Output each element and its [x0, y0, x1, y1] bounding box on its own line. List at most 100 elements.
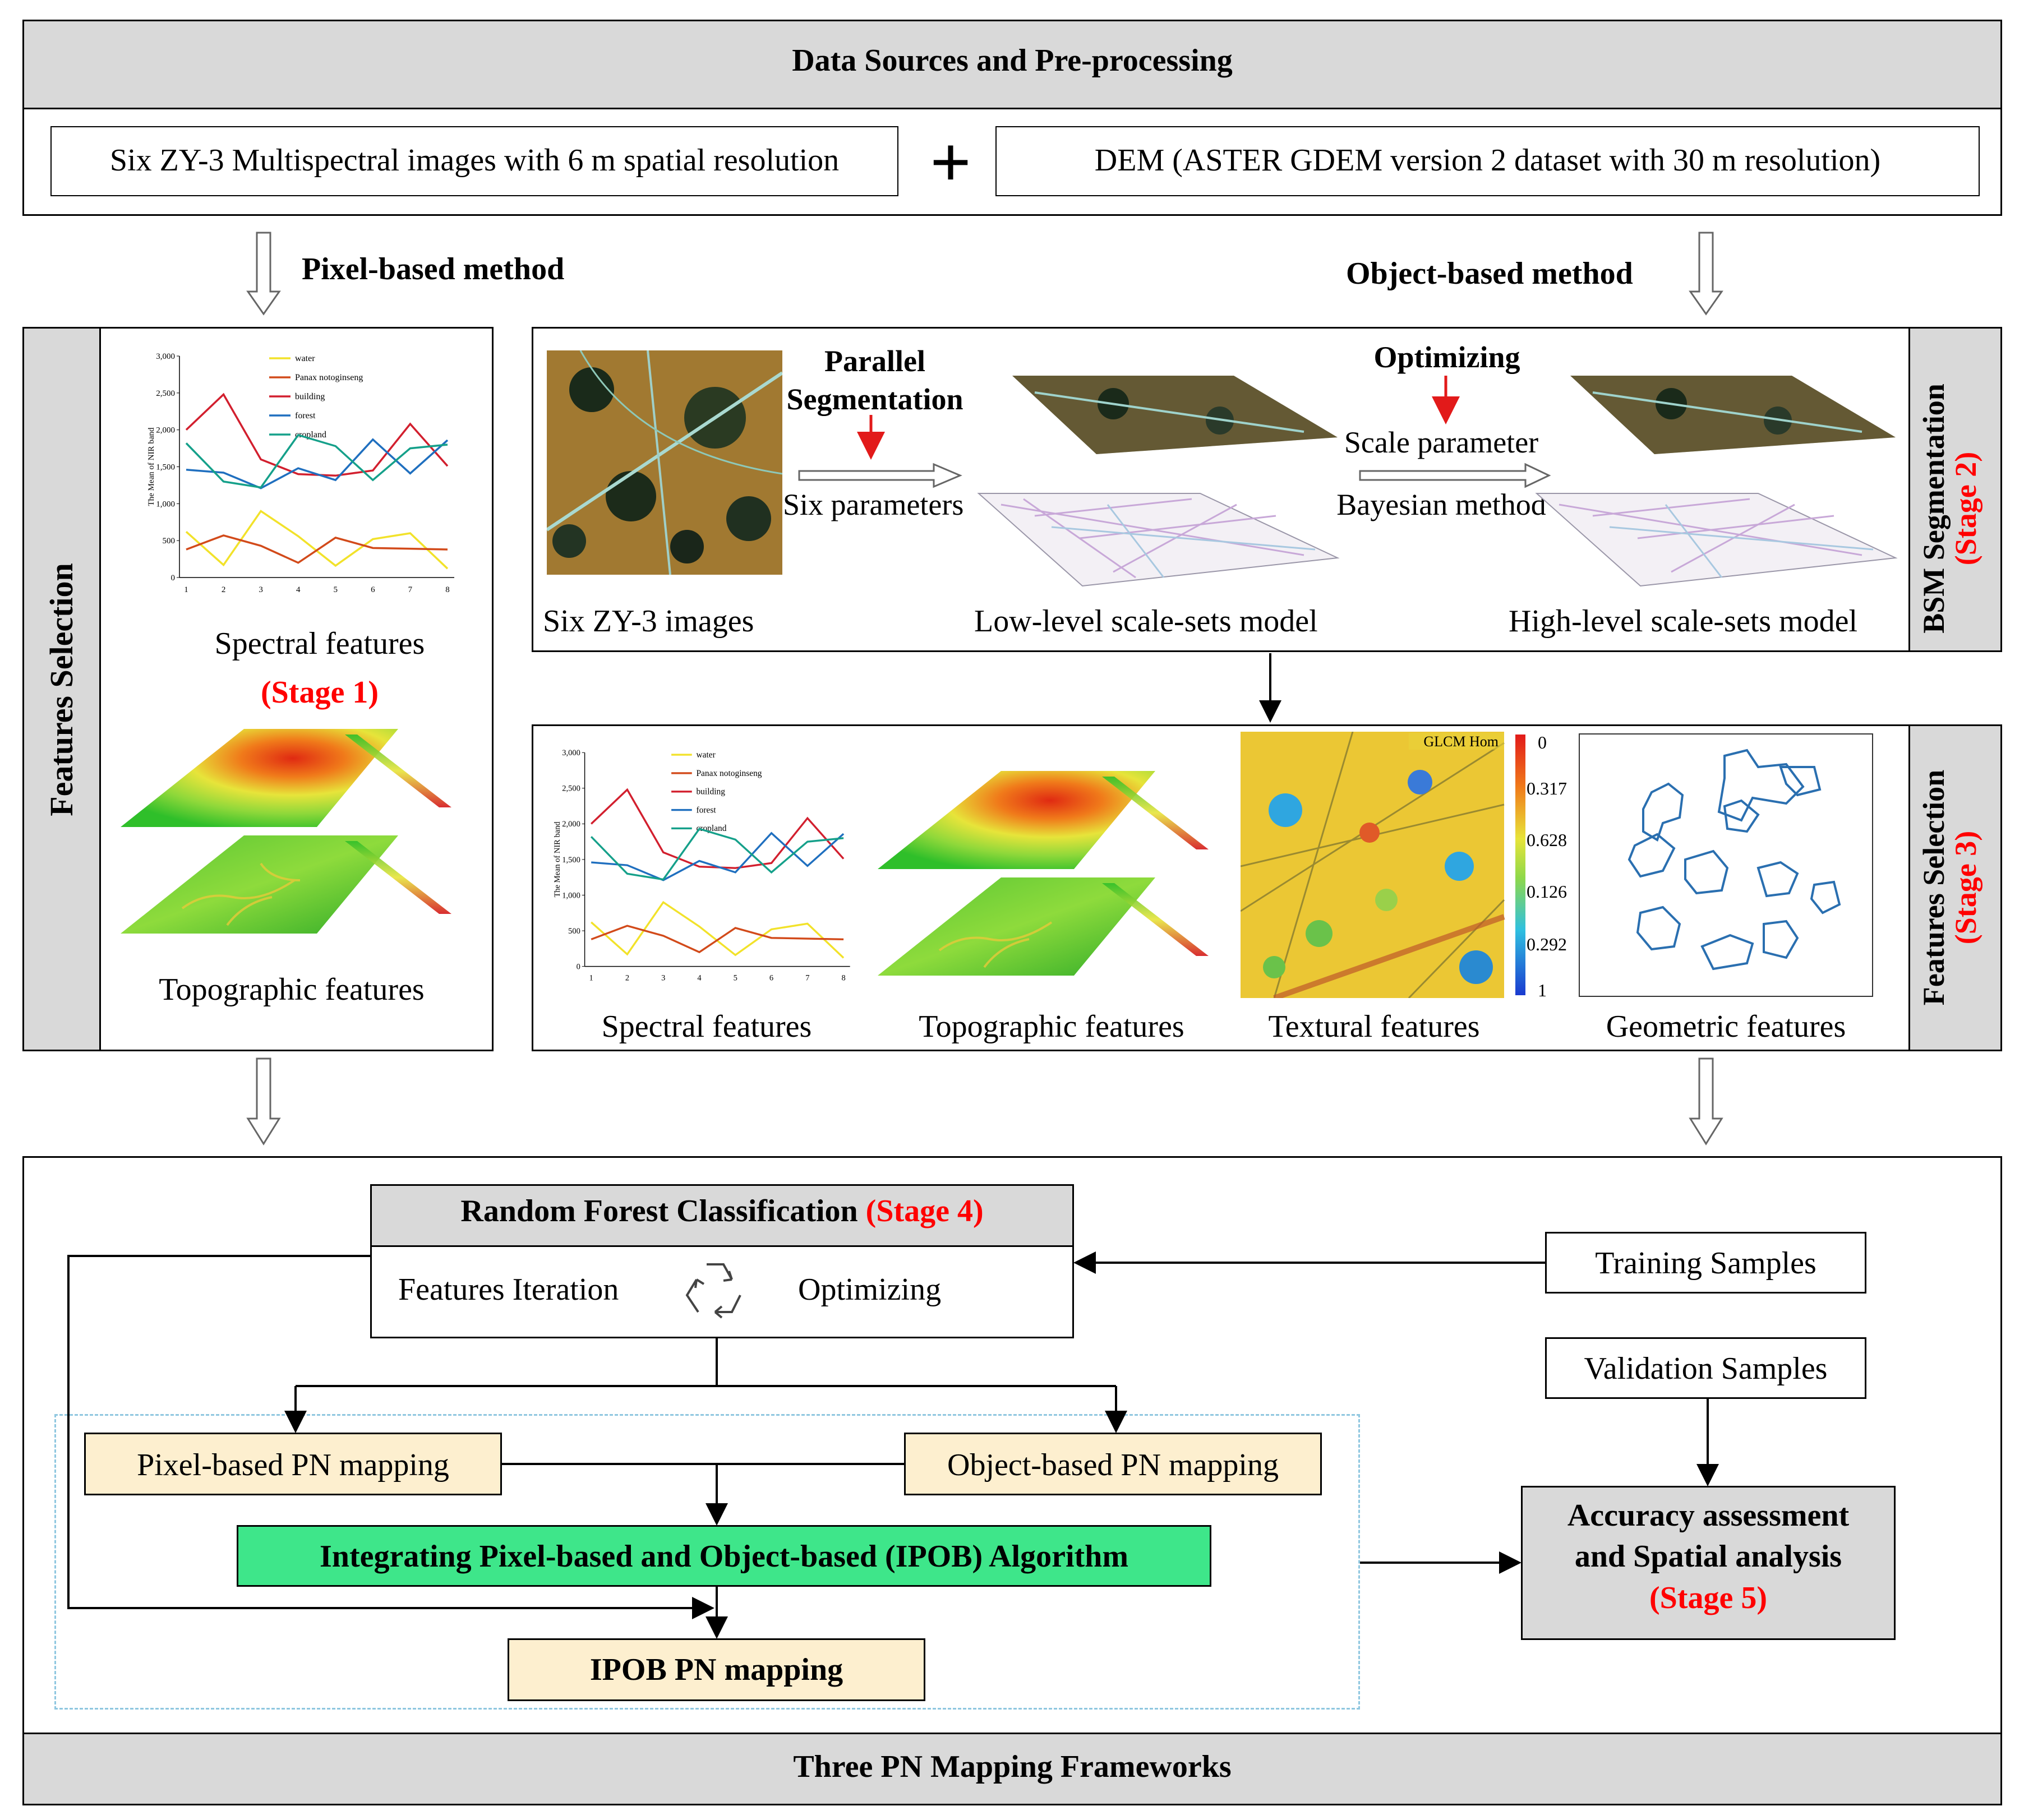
object-pn-mapping-box [904, 1433, 1322, 1495]
colorbar-tick-5: 1 [1538, 980, 1547, 1000]
y-tick-label: 3,000 [156, 352, 175, 361]
colorbar-tick-2: 0.628 [1527, 830, 1567, 850]
y-tick-label: 2,000 [156, 426, 175, 435]
mapping-frameworks-footer [22, 1733, 2002, 1805]
bsm-sidebar [1908, 327, 2002, 652]
legend-label: forest [696, 805, 716, 815]
geometric-objects-map [1579, 733, 1873, 997]
random-forest-label: Random Forest Classification [460, 1194, 858, 1228]
stage-3-label: (Stage 3) [1948, 830, 1982, 945]
legend-label: Panax notoginseng [295, 373, 363, 382]
pixel-method-label: Pixel-based method [302, 252, 565, 287]
dem-label: DEM (ASTER GDEM version 2 dataset with 3… [1094, 143, 1881, 178]
optimizing-label-bsm: Optimizing [1373, 340, 1520, 374]
textural-features-caption: Textural features [1268, 1009, 1480, 1044]
accuracy-line-2: and Spatial analysis [1574, 1539, 1842, 1574]
ipob-pn-mapping-label: IPOB PN mapping [589, 1652, 843, 1687]
x-tick-label: 3 [661, 974, 665, 983]
zy3-images-label: Six ZY-3 Multispectral images with 6 m s… [109, 143, 840, 178]
random-forest-title: Random Forest Classification (Stage 4) [370, 1195, 1074, 1227]
topographic-features-caption: Topographic features [159, 972, 425, 1007]
colorbar-tick-3: 0.126 [1527, 881, 1567, 902]
features-stage3-side-label: Features Selection (Stage 3) [1917, 719, 1991, 1056]
glcm-colorbar [1515, 735, 1525, 995]
x-tick-label: 1 [184, 585, 188, 594]
x-tick-label: 7 [805, 974, 809, 983]
training-samples-box [1545, 1232, 1866, 1294]
dem-map-layer [121, 729, 398, 827]
x-tick-label: 5 [334, 585, 338, 594]
series-line-forest [186, 438, 449, 489]
series-line-panax-notoginseng [591, 925, 844, 954]
validation-samples-box [1545, 1337, 1866, 1399]
y-tick-label: 0 [577, 962, 580, 971]
legend-label: building [696, 787, 725, 797]
y-tick-label: 2,500 [562, 784, 580, 793]
six-parameters-label: Six parameters [783, 488, 964, 521]
random-forest-header [370, 1184, 1074, 1247]
recycle-icon [685, 1263, 741, 1319]
slope-map-layer [121, 835, 398, 934]
features-iteration-label: Features Iteration [398, 1272, 619, 1307]
ipob-pn-mapping-box [508, 1638, 925, 1701]
scale-parameter-label: Scale parameter [1344, 426, 1539, 459]
stage-1-label: (Stage 1) [261, 675, 379, 710]
stage-5-label: (Stage 5) [1649, 1581, 1767, 1615]
bsm-side-label: BSM Segmentation (Stage 2) [1917, 346, 1991, 671]
y-tick-label: 500 [163, 537, 176, 546]
data-sources-header [22, 20, 2002, 109]
x-tick-label: 6 [769, 974, 773, 983]
low-level-model-layers [977, 376, 1340, 587]
hollow-arrow-pixel-top [246, 232, 281, 316]
series-line-water [591, 900, 845, 959]
x-tick-label: 7 [408, 585, 413, 594]
accuracy-line-1: Accuracy assessment [1567, 1498, 1850, 1533]
legend-label: building [295, 392, 325, 401]
object-pn-mapping-label: Object-based PN mapping [947, 1448, 1279, 1482]
dem-map-legend [345, 735, 451, 807]
hollow-arrow-object-bottom [1689, 1057, 1723, 1145]
series-line-forest [591, 832, 845, 881]
y-tick-label: 1,000 [562, 891, 580, 900]
x-tick-label: 5 [734, 974, 737, 983]
hollow-arrow-pixel-bottom [246, 1057, 281, 1145]
glcm-texture-map: GLCM Hom [1241, 732, 1505, 998]
ipob-algorithm-label: Integrating Pixel-based and Object-based… [320, 1539, 1128, 1574]
high-level-model-layers [1535, 376, 1898, 587]
slope-map-legend [345, 841, 451, 914]
y-tick-label: 1,500 [156, 463, 175, 472]
features-selection-side-label: Features Selection [43, 563, 80, 816]
dem-box [995, 126, 1980, 196]
y-tick-label: 2,000 [562, 820, 580, 829]
features-stage3-sidebar [1908, 724, 2002, 1051]
training-samples-label: Training Samples [1595, 1246, 1816, 1281]
spectral-features-caption: Spectral features [214, 626, 425, 661]
stage-4-label: (Stage 4) [865, 1194, 984, 1228]
low-level-model-caption: Low-level scale-sets model [974, 604, 1318, 639]
legend-label: Panax notoginseng [696, 769, 762, 778]
x-tick-label: 3 [259, 585, 263, 594]
six-zy3-images-caption: Six ZY-3 images [543, 604, 754, 639]
segmentation-label: Segmentation [786, 382, 963, 416]
topographic-features-caption-3: Topographic features [919, 1009, 1184, 1044]
zy3-images-box [50, 126, 898, 196]
legend-label: water [696, 750, 715, 760]
stage-2-label: (Stage 2) [1948, 451, 1982, 566]
y-tick-label: 0 [171, 574, 176, 583]
glcm-hom-label: GLCM Hom [1423, 733, 1499, 750]
pixel-pn-mapping-label: Pixel-based PN mapping [137, 1448, 449, 1482]
x-tick-label: 6 [371, 585, 375, 594]
series-line-cropland [590, 828, 844, 881]
high-level-model-caption: High-level scale-sets model [1509, 604, 1858, 639]
x-tick-label: 8 [841, 974, 845, 983]
x-tick-label: 2 [625, 974, 629, 983]
parallel-label: Parallel [824, 344, 925, 378]
y-axis-label: The Mean of NIR band [553, 821, 562, 898]
object-method-label: Object-based method [1346, 256, 1633, 291]
colorbar-tick-1: 0.317 [1527, 778, 1567, 798]
optimizing-label-rf: Optimizing [798, 1272, 942, 1307]
topographic-maps-stage3 [878, 771, 1209, 976]
